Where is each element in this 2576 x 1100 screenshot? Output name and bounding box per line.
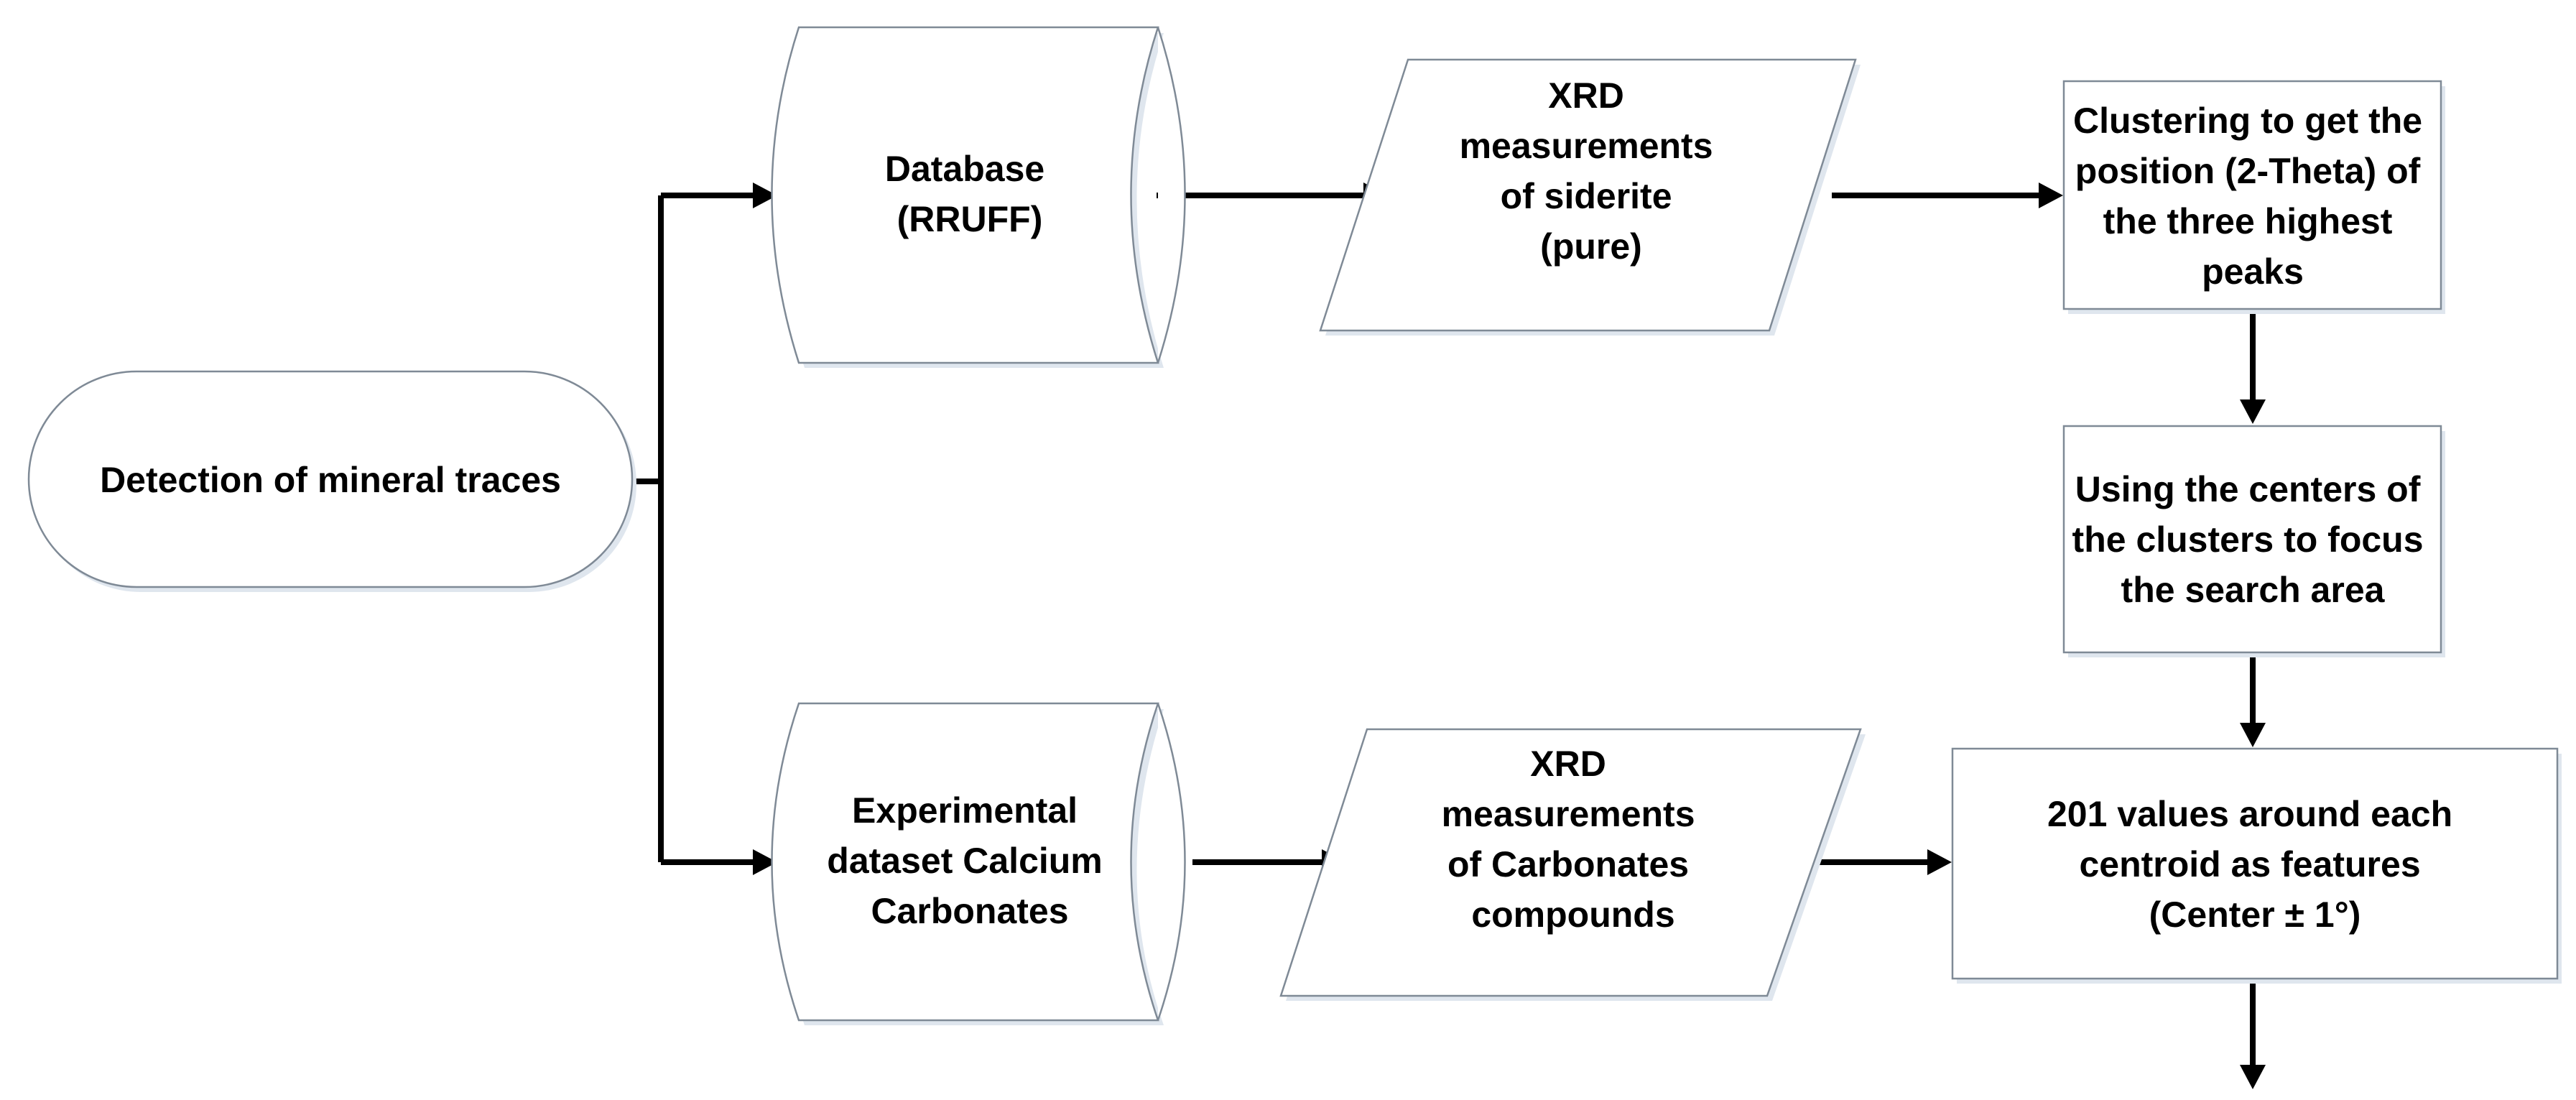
database-label-line-1: Database bbox=[885, 149, 1044, 189]
centers-process-node: Using the centers of the clusters to foc… bbox=[2062, 425, 2445, 657]
xrd-siderite-label-line-1: XRD bbox=[1548, 75, 1624, 116]
svg-text:Clustering to get the po: Clustering to get the position (2-Theta)… bbox=[2073, 101, 2432, 292]
arrowhead-centers bbox=[2240, 399, 2266, 424]
connectors bbox=[632, 182, 2266, 1089]
features-label-line-2: centroid as features bbox=[2079, 844, 2420, 884]
xrd-carbonates-label-line-4: compounds bbox=[1471, 895, 1674, 935]
experimental-storage-node: Experimental dataset Calcium Carbonates bbox=[771, 702, 1186, 1025]
xrd-carbonates-label-line-1: XRD bbox=[1530, 744, 1606, 784]
experimental-label-line-1: Experimental bbox=[852, 790, 1078, 831]
xrd-carbonates-label-line-3: of Carbonates bbox=[1447, 844, 1689, 884]
arrowhead-features bbox=[2240, 723, 2266, 747]
centers-label-line-2: the clusters to focus bbox=[2072, 519, 2424, 560]
svg-text:Using the centers of the: Using the centers of the clusters to foc… bbox=[2072, 469, 2434, 610]
arrowhead-clustering bbox=[2039, 182, 2063, 208]
svg-text:XRD measurements o: XRD measurements of siderite (pure) bbox=[1460, 75, 1723, 267]
svg-text:Detection of mineral traces: Detection of mineral traces bbox=[100, 460, 561, 500]
experimental-label-line-3: Carbonates bbox=[871, 891, 1068, 931]
database-label-line-2: (RRUFF) bbox=[897, 199, 1043, 239]
clustering-label-line-1: Clustering to get the bbox=[2073, 101, 2422, 141]
arrowhead-experimental bbox=[753, 849, 777, 875]
detection-label: Detection of mineral traces bbox=[100, 460, 561, 500]
centers-label-line-3: the search area bbox=[2121, 570, 2386, 610]
connector-trunk bbox=[632, 195, 664, 862]
xrd-siderite-data-node: XRD measurements of siderite (pure) bbox=[1319, 58, 1861, 336]
svg-text:Database (RRUFF): Database (RRUFF) bbox=[885, 149, 1055, 239]
arrowhead-database bbox=[753, 182, 777, 208]
svg-text:XRD measurements o: XRD measurements of Carbonates compounds bbox=[1442, 744, 1705, 935]
centers-label-line-1: Using the centers of bbox=[2075, 469, 2421, 509]
svg-text:201 values around each c: 201 values around each centroid as featu… bbox=[2047, 794, 2463, 935]
svg-text:Experimental dataset Cal: Experimental dataset Calcium Carbonates bbox=[827, 790, 1112, 931]
features-label-line-3: (Center ± 1°) bbox=[2149, 895, 2361, 935]
clustering-label-line-3: the three highest bbox=[2103, 201, 2393, 241]
arrowhead-features-input bbox=[1927, 849, 1952, 875]
xrd-siderite-label-line-2: measurements bbox=[1460, 126, 1713, 166]
xrd-carbonates-data-node: XRD measurements of Carbonates compounds bbox=[1279, 728, 1866, 1001]
xrd-siderite-label-line-4: (pure) bbox=[1540, 226, 1642, 267]
detection-terminator: Detection of mineral traces bbox=[27, 370, 636, 592]
clustering-label-line-4: peaks bbox=[2202, 251, 2304, 292]
features-process-node: 201 values around each centroid as featu… bbox=[1951, 747, 2562, 984]
experimental-label-line-2: dataset Calcium bbox=[827, 841, 1102, 881]
arrowhead-features-out bbox=[2240, 1065, 2266, 1089]
clustering-label-line-2: position (2-Theta) of bbox=[2075, 151, 2421, 191]
xrd-siderite-label-line-3: of siderite bbox=[1501, 176, 1672, 216]
xrd-carbonates-label-line-2: measurements bbox=[1442, 794, 1695, 834]
features-label-line-1: 201 values around each bbox=[2047, 794, 2452, 834]
clustering-process-node: Clustering to get the position (2-Theta)… bbox=[2062, 80, 2445, 314]
database-storage-node: Database (RRUFF) bbox=[771, 26, 1186, 368]
